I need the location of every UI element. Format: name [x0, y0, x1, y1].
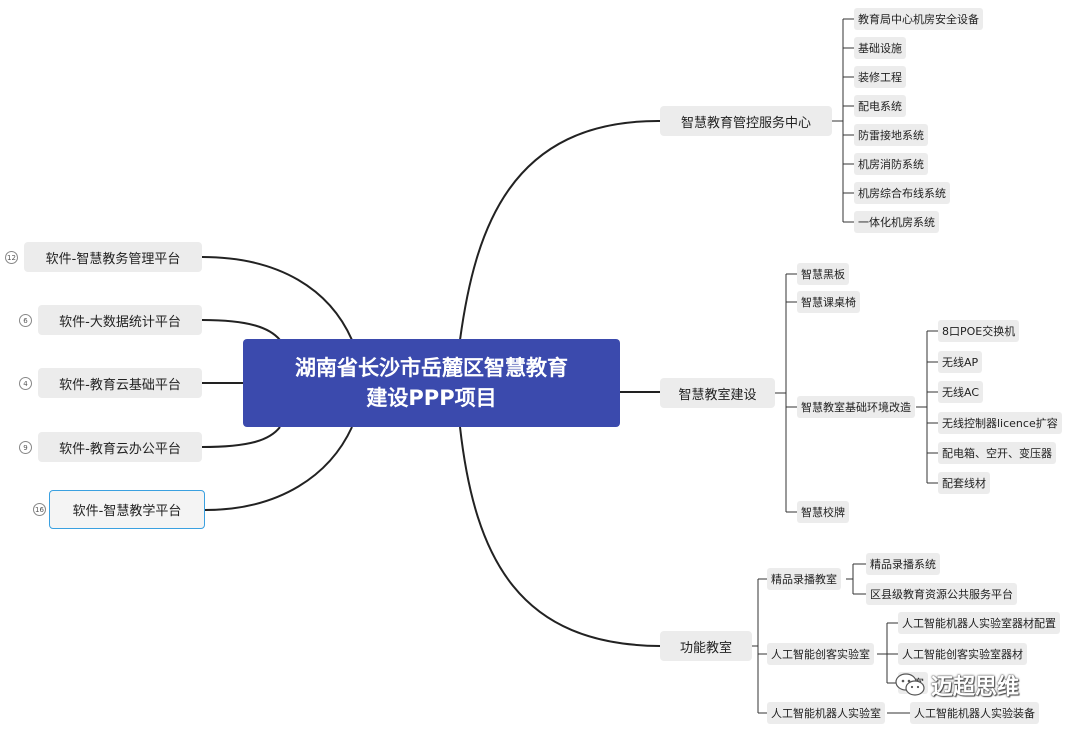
- leaf-poe-switch[interactable]: 8口POE交换机: [938, 320, 1020, 342]
- leaf-fire-protection[interactable]: 机房消防系统: [854, 153, 928, 175]
- leaf-smart-badge[interactable]: 智慧校牌: [797, 501, 849, 523]
- central-topic-line-1: 湖南省长沙市岳麓区智慧教育: [295, 356, 568, 380]
- left-branch-software-bigdata[interactable]: 软件-大数据统计平台: [38, 305, 202, 335]
- leaf-smart-blackboard[interactable]: 智慧黑板: [797, 263, 849, 285]
- central-topic[interactable]: 湖南省长沙市岳麓区智慧教育 建设PPP项目: [243, 339, 620, 427]
- leaf-infrastructure[interactable]: 基础设施: [854, 37, 906, 59]
- leaf-lightning-protection[interactable]: 防雷接地系统: [854, 124, 928, 146]
- left-branch-software-teaching[interactable]: 软件-智慧教学平台: [49, 490, 205, 529]
- node-recording-classroom[interactable]: 精品录播教室: [767, 568, 841, 590]
- leaf-maker-lab-equipment[interactable]: 人工智能创客实验室器材: [898, 643, 1027, 665]
- leaf-decoration[interactable]: 装修工程: [854, 66, 906, 88]
- collapsed-count-badge[interactable]: 9: [19, 441, 32, 454]
- leaf-controller-licence[interactable]: 无线控制器licence扩容: [938, 412, 1062, 434]
- branch-function-classroom[interactable]: 功能教室: [660, 631, 752, 661]
- leaf-power-system[interactable]: 配电系统: [854, 95, 906, 117]
- connector-line: [201, 426, 281, 448]
- connector-line: [204, 426, 353, 511]
- leaf-resource-platform[interactable]: 区县级教育资源公共服务平台: [866, 583, 1017, 605]
- leaf-wiring[interactable]: 配套线材: [938, 472, 990, 494]
- central-topic-line-2: 建设PPP项目: [366, 386, 497, 410]
- connector-line: [201, 256, 353, 341]
- collapsed-count-badge[interactable]: 16: [33, 503, 46, 516]
- leaf-wireless-ap[interactable]: 无线AP: [938, 351, 983, 373]
- leaf-cabling[interactable]: 机房综合布线系统: [854, 182, 950, 204]
- branch-smart-classroom[interactable]: 智慧教室建设: [660, 378, 775, 408]
- collapsed-count-badge[interactable]: 4: [19, 377, 32, 390]
- leaf-recording-system[interactable]: 精品录播系统: [866, 553, 940, 575]
- connector-line: [201, 319, 281, 341]
- leaf-distribution-box[interactable]: 配电箱、空开、变压器: [938, 442, 1056, 464]
- node-ai-maker-lab[interactable]: 人工智能创客实验室: [767, 643, 874, 665]
- leaf-integrated-room[interactable]: 一体化机房系统: [854, 211, 939, 233]
- connector-line: [459, 119, 661, 341]
- node-ai-robot-lab[interactable]: 人工智能机器人实验室: [767, 702, 885, 724]
- leaf-wireless-ac[interactable]: 无线AC: [938, 381, 984, 403]
- node-classroom-environment[interactable]: 智慧教室基础环境改造: [797, 396, 915, 418]
- branch-smart-control-center[interactable]: 智慧教育管控服务中心: [660, 106, 832, 136]
- left-branch-software-cloud-base[interactable]: 软件-教育云基础平台: [38, 368, 202, 398]
- collapsed-count-badge[interactable]: 12: [5, 251, 18, 264]
- leaf-security-equipment[interactable]: 教育局中心机房安全设备: [854, 8, 983, 30]
- wechat-icon: [895, 673, 925, 696]
- leaf-robot-lab-equipment-config[interactable]: 人工智能机器人实验室器材配置: [898, 612, 1060, 634]
- collapsed-count-badge[interactable]: 6: [19, 314, 32, 327]
- watermark-text: 迈超思维: [931, 675, 1020, 700]
- left-branch-software-academic[interactable]: 软件-智慧教务管理平台: [24, 242, 202, 272]
- watermark: 迈超思维: [895, 668, 1019, 702]
- left-branch-software-cloud-office[interactable]: 软件-教育云办公平台: [38, 432, 202, 462]
- connector-line: [459, 426, 661, 647]
- leaf-smart-desks[interactable]: 智慧课桌椅: [797, 291, 860, 313]
- leaf-robot-lab-equipment[interactable]: 人工智能机器人实验装备: [910, 702, 1039, 724]
